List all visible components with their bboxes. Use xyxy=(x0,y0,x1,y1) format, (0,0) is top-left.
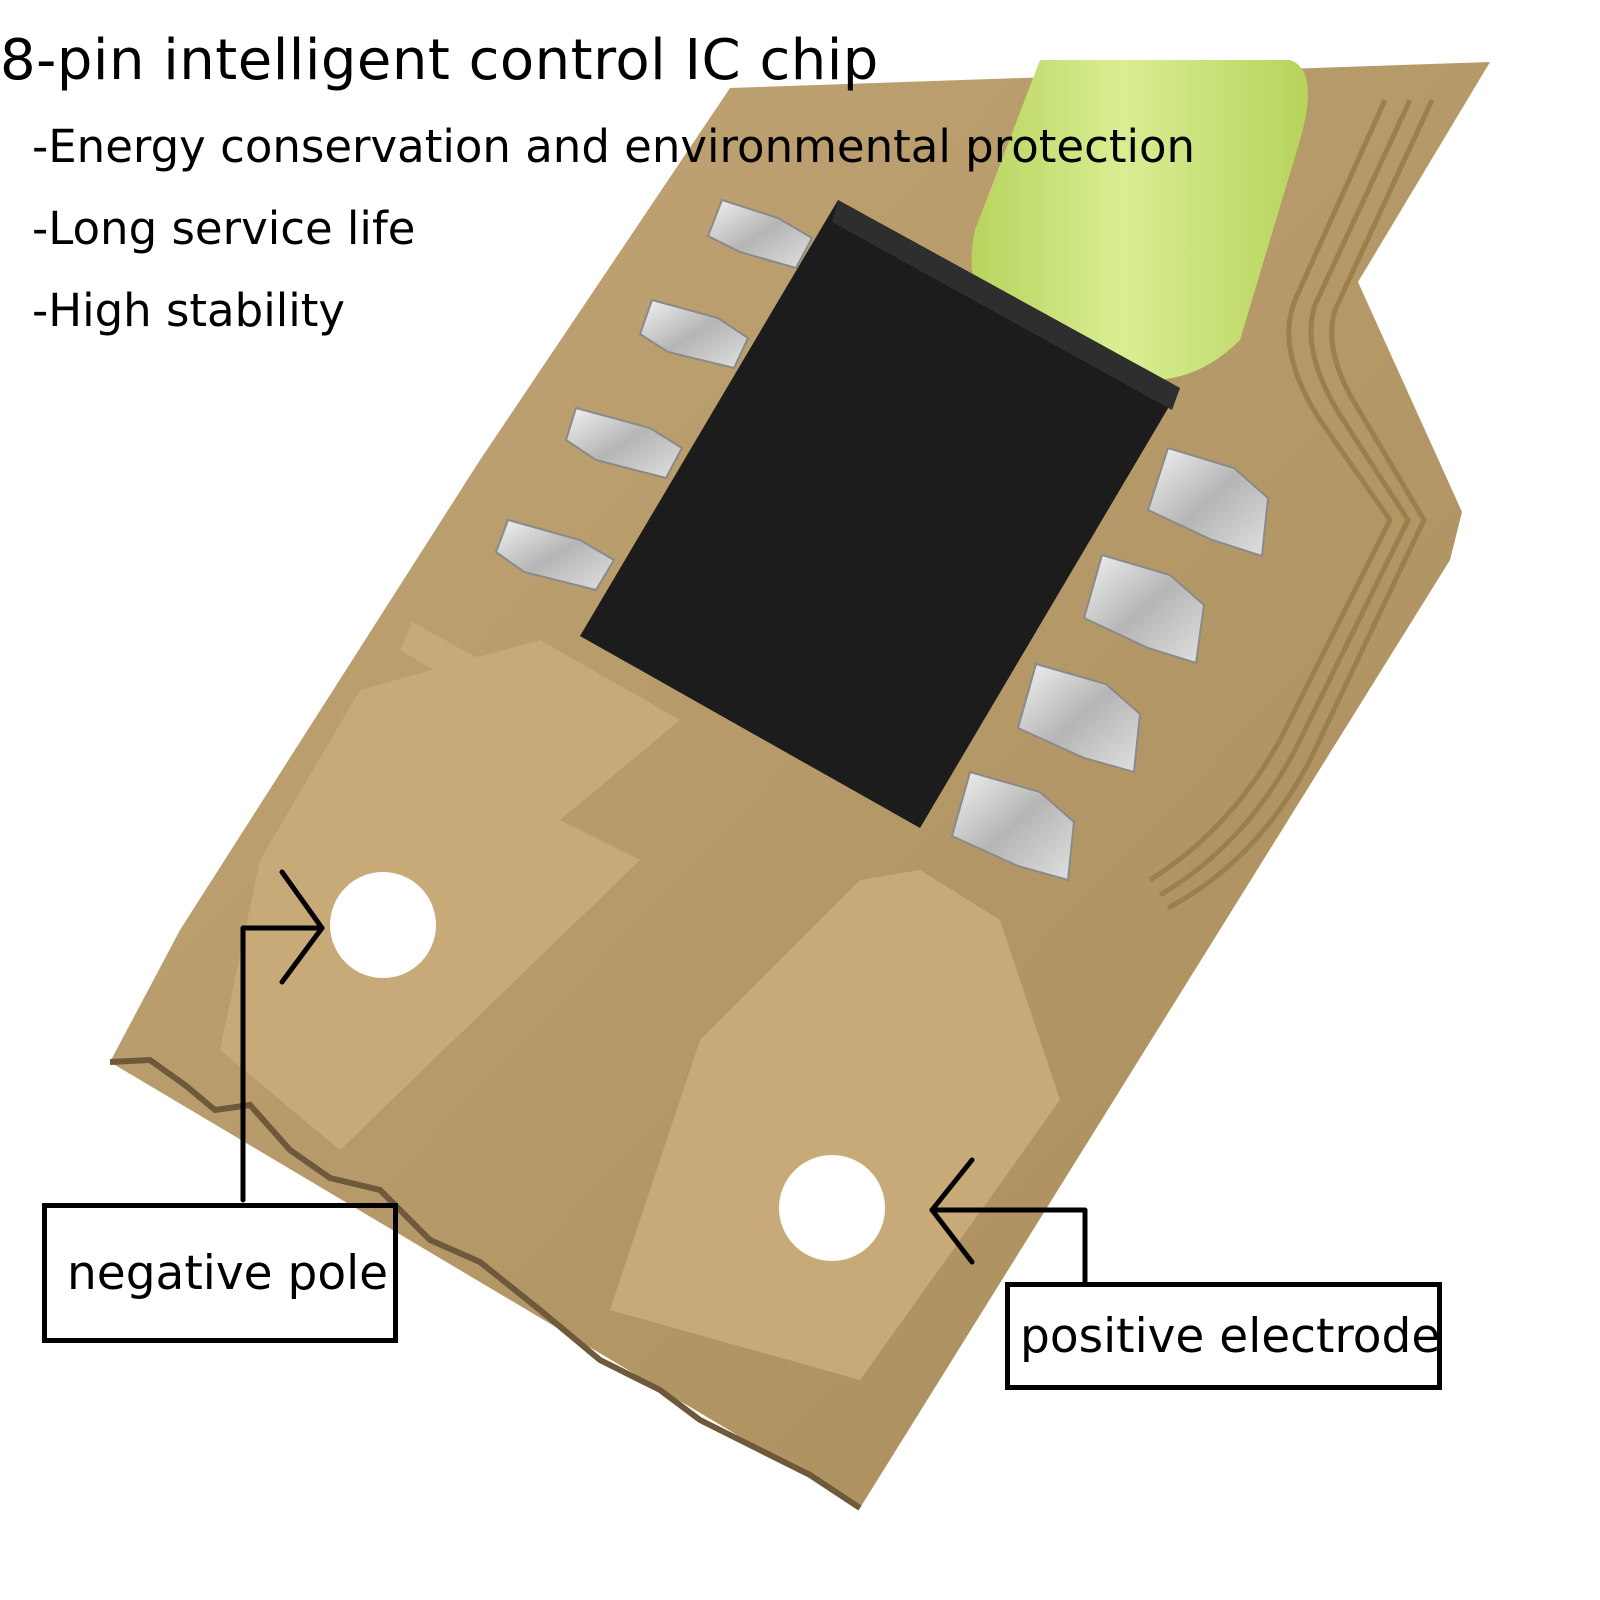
negative-pole-label: negative pole xyxy=(67,1245,389,1301)
positive-electrode-label: positive electrode xyxy=(1020,1308,1441,1364)
green-tube xyxy=(971,60,1308,380)
negative-hole xyxy=(330,872,436,978)
positive-electrode-callout: positive electrode xyxy=(1005,1282,1442,1390)
ic-chip xyxy=(580,200,1180,828)
negative-arrowhead xyxy=(279,869,325,985)
positive-arrow-line xyxy=(929,1207,1088,1285)
positive-hole xyxy=(779,1155,885,1261)
product-title: 8-pin intelligent control IC chip xyxy=(0,28,879,93)
feature-stability: -High stability xyxy=(32,284,345,337)
positive-arrowhead xyxy=(929,1157,975,1265)
feature-service-life: -Long service life xyxy=(32,202,416,255)
ic-pins xyxy=(494,198,1270,882)
negative-arrow-line xyxy=(240,925,325,1203)
pcb-traces xyxy=(1148,98,1435,911)
feature-energy: -Energy conservation and environmental p… xyxy=(32,120,1196,173)
negative-pole-callout: negative pole xyxy=(42,1203,398,1343)
copper-pads xyxy=(220,622,1060,1380)
